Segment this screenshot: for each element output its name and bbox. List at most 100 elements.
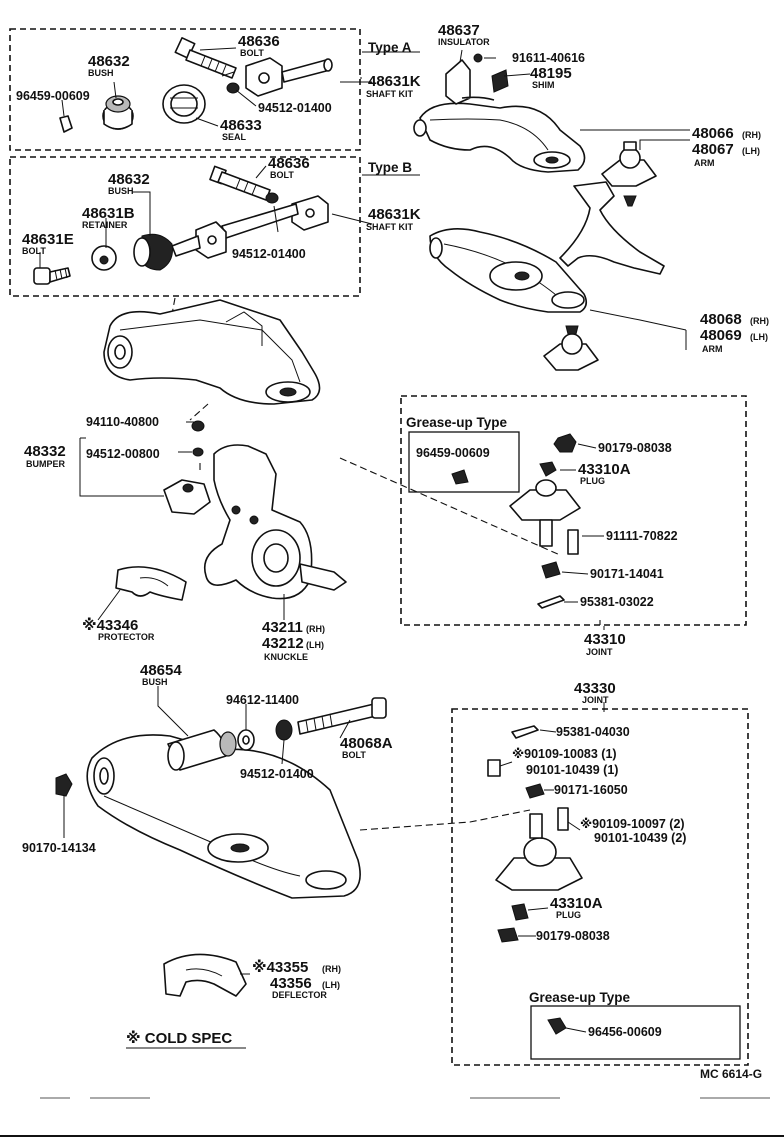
grease-up-title-2: Grease-up Type (529, 990, 631, 1005)
name-48068a: BOLT (342, 750, 366, 760)
grease-up-box-1 (408, 431, 520, 493)
side-43212: (LH) (306, 640, 324, 650)
type-b-parts (33, 165, 329, 285)
side-48069: (LH) (750, 332, 768, 342)
type-a-title: Type A (368, 40, 412, 55)
name-48636-b: BOLT (270, 170, 294, 180)
label-94512-a: 94512-01400 (258, 101, 332, 115)
label-90179-b: 90179-08038 (536, 929, 610, 943)
joint-43310-parts (451, 433, 581, 609)
label-43355: ※43355 (252, 958, 308, 976)
label-95381-a: 95381-03022 (580, 595, 654, 609)
label-95381-b: 95381-04030 (556, 725, 630, 739)
label-43310a-top: 43310A (578, 461, 631, 478)
name-48636-a: BOLT (240, 48, 264, 58)
label-94110: 94110-40800 (86, 415, 159, 429)
label-90109-a: ※90109-10083 (1) (512, 747, 617, 761)
label-48633: 48633 (220, 117, 262, 134)
name-43356: DEFLECTOR (272, 990, 327, 1000)
label-43310: 43310 (584, 631, 626, 648)
label-94512-d: 94512-01400 (240, 767, 314, 781)
label-43356: 43356 (270, 975, 312, 992)
name-43330: JOINT (582, 695, 609, 705)
label-43310a-bot: 43310A (550, 895, 603, 912)
name-43310a-top: PLUG (580, 476, 605, 486)
side-43355: (RH) (322, 964, 341, 974)
upper-arm-main (103, 299, 321, 405)
name-43310: JOINT (586, 647, 613, 657)
name-48631e: BOLT (22, 246, 46, 256)
label-48068: 48068 (700, 311, 742, 328)
label-91611: 91611-40616 (512, 51, 585, 65)
label-48332: 48332 (24, 443, 66, 460)
side-48066: (RH) (742, 130, 761, 140)
label-43330: 43330 (574, 680, 616, 697)
label-48631b: 48631B (82, 205, 135, 222)
name-48631k-a: SHAFT KIT (366, 89, 413, 99)
label-90171-a: 90171-14041 (590, 567, 664, 581)
name-48631b: RETAINER (82, 220, 128, 230)
name-48637: INSULATOR (438, 37, 490, 47)
label-48068a: 48068A (340, 735, 393, 752)
cold-spec-legend: ※ COLD SPEC (126, 1029, 232, 1047)
label-43212: 43212 (262, 635, 304, 652)
joint-43330-box (451, 708, 749, 1066)
type-a-box (9, 28, 361, 151)
name-48632-b: BUSH (108, 186, 134, 196)
side-48067: (LH) (742, 146, 760, 156)
label-96456: 96456-00609 (588, 1025, 662, 1039)
name-48631k-b: SHAFT KIT (366, 222, 413, 232)
diagram-code: MC 6614-G (700, 1067, 762, 1081)
side-43211: (RH) (306, 624, 325, 634)
label-94512-b: 94512-01400 (232, 247, 306, 261)
grease-up-title-1: Grease-up Type (406, 415, 508, 430)
label-48631k-a: 48631K (368, 73, 421, 90)
upper-arm-48066 (413, 53, 657, 207)
name-43310a-bot: PLUG (556, 910, 581, 920)
label-48067: 48067 (692, 141, 734, 158)
lower-arm-48068 (429, 228, 599, 371)
label-48632-a: 48632 (88, 53, 130, 70)
bumper-and-knuckle (115, 403, 347, 601)
label-91111: 91111-70822 (606, 529, 678, 543)
label-48636-b: 48636 (268, 155, 310, 172)
side-48068: (RH) (750, 316, 769, 326)
type-b-title: Type B (368, 160, 412, 175)
label-90170: 90170-14134 (22, 841, 96, 855)
label-94612: 94612-11400 (226, 693, 299, 707)
label-43346: ※43346 (82, 616, 138, 634)
label-96459-b: 96459-00609 (416, 446, 490, 460)
label-48636-a: 48636 (238, 33, 280, 50)
name-48654: BUSH (142, 677, 168, 687)
joint-43330-parts (163, 725, 583, 1035)
label-48632-b: 48632 (108, 171, 150, 188)
name-43346: PROTECTOR (98, 632, 155, 642)
side-43356: (LH) (322, 980, 340, 990)
lower-arm-main (55, 697, 387, 899)
label-90171-b: 90171-16050 (554, 783, 628, 797)
label-48654: 48654 (140, 662, 182, 679)
name-48632-a: BUSH (88, 68, 114, 78)
label-48631e: 48631E (22, 231, 74, 248)
name-48069: ARM (702, 344, 723, 354)
name-48195: SHIM (532, 80, 555, 90)
label-96459-a: 96459-00609 (16, 89, 90, 103)
name-48633: SEAL (222, 132, 247, 142)
name-48332: BUMPER (26, 459, 66, 469)
label-48195: 48195 (530, 65, 572, 82)
leader-lines (39, 47, 690, 1033)
joint-43310-box (400, 395, 747, 626)
label-43211: 43211 (262, 619, 303, 636)
label-48069: 48069 (700, 327, 742, 344)
label-90179-a: 90179-08038 (598, 441, 672, 455)
name-48067: ARM (694, 158, 715, 168)
type-a-parts (59, 36, 333, 133)
name-43212: KNUCKLE (264, 652, 308, 662)
label-90101-a: 90101-10439 (1) (526, 763, 618, 777)
label-48066: 48066 (692, 125, 734, 142)
type-b-box (9, 156, 361, 297)
label-48637: 48637 (438, 22, 480, 39)
grease-up-box-2 (530, 1005, 741, 1060)
